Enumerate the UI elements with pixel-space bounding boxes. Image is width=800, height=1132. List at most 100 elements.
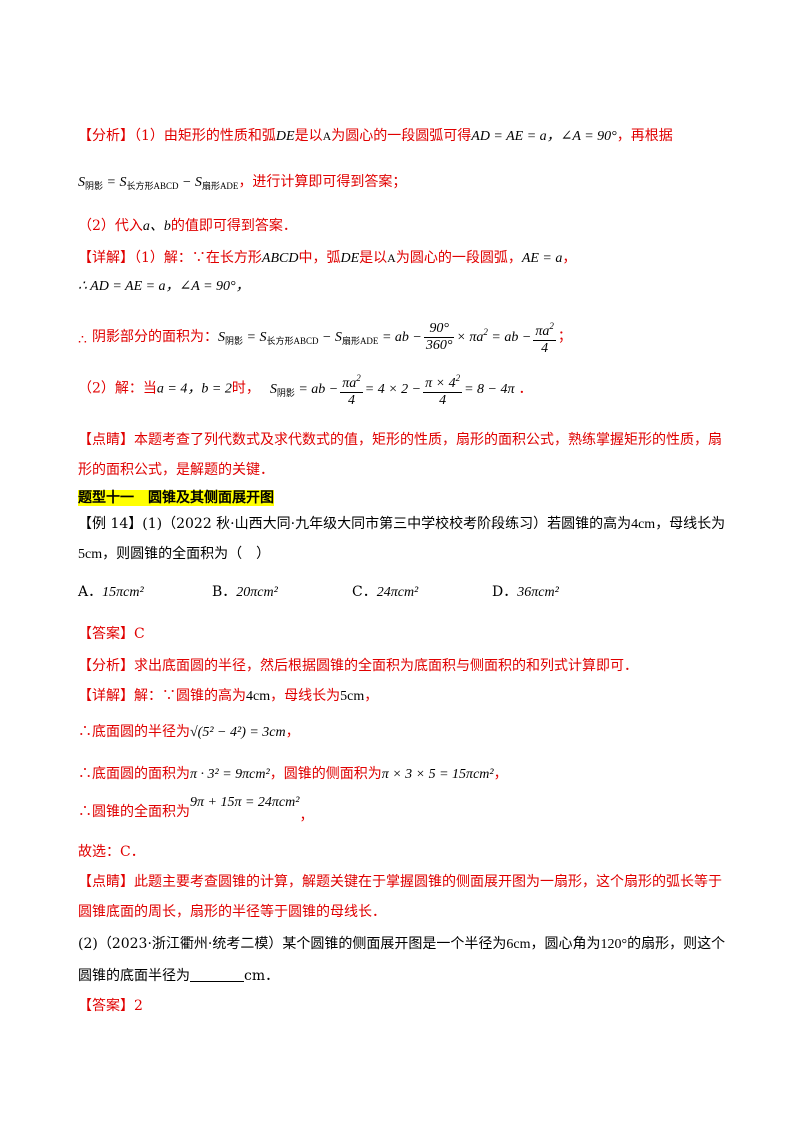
option-b[interactable]: B．20πcm² — [212, 582, 278, 603]
math-point: A — [322, 129, 332, 143]
analysis-line-2: S阴影 = S长方形ABCD − S扇形ADE，进行计算即可得到答案； — [78, 172, 406, 196]
answer-value: 2 — [134, 998, 143, 1014]
detail-text: 是以 — [359, 250, 388, 266]
math-rect: ABCD — [261, 251, 299, 266]
q2-text: 的扇形，则这个 — [627, 936, 726, 952]
math-equation: ∴ AD = AE = a，∠A = 90°， — [78, 279, 250, 294]
therefore-symbol: ∴ — [78, 332, 87, 348]
detail-label: 【详解】 — [78, 688, 134, 704]
q2-line-2: 圆锥的底面半径为 cm． — [78, 966, 279, 986]
detail-line-3: ∴ 阴影部分的面积为：S阴影 = S长方形ABCD − S扇形ADE = ab … — [78, 318, 572, 357]
detail-text: ，母线长为 — [270, 688, 341, 704]
math-height: 4cm — [631, 517, 656, 532]
math-total-area: 9π + 15π = 24πcm² — [190, 795, 300, 810]
detail2-line-1: 【详解】解：∵圆锥的高为4cm，母线长为5cm， — [78, 686, 378, 707]
math-point: A — [387, 251, 396, 265]
math-arc: DE — [340, 251, 360, 266]
shadow-area-calc: S阴影 = S长方形ABCD − S扇形ADE = ab −90°360°× π… — [218, 321, 558, 356]
comment-text: 形的面积公式，是解题的关键． — [78, 462, 274, 478]
comment2-line-2: 圆锥底面的周长，扇形的半径等于圆锥的母线长． — [78, 902, 386, 922]
math-angle: 120° — [600, 937, 628, 952]
punct: ， — [562, 250, 577, 266]
answer-value: C — [134, 626, 145, 642]
detail-text: （1）解：∵在长方形 — [134, 250, 262, 266]
analysis-text: 是以 — [294, 128, 323, 144]
comment-text: 此题主要考查圆锥的计算，解题关键在于掌握圆锥的侧面展开图为一扇形，这个扇形的弧长… — [134, 874, 722, 890]
math-slant: 5cm — [340, 689, 365, 704]
comment-label: 【点睛】 — [78, 432, 134, 448]
detail-text: （2）解：当 — [78, 380, 157, 397]
analysis-label: 【分析】 — [78, 128, 134, 144]
math-height: 4cm — [246, 689, 271, 704]
analysis-text: （1）由矩形的性质和弧 — [134, 128, 276, 144]
math-base-area: π · 3² = 9πcm² — [190, 767, 270, 782]
q2-text: ，圆心角为 — [530, 936, 601, 952]
analysis-text: 求出底面圆的半径，然后根据圆锥的全面积为底面积与侧面积的和列式计算即可． — [134, 658, 638, 674]
shadow-area-formula: S阴影 = S长方形ABCD − S扇形ADE — [78, 175, 239, 191]
math-arc: DE — [275, 129, 295, 144]
math-equation: AD = AE = a，∠A = 90° — [471, 129, 617, 144]
example14-line-2: 5cm，则圆锥的全面积为（ ） — [78, 544, 270, 565]
analysis2: 【分析】求出底面圆的半径，然后根据圆锥的全面积为底面积与侧面积的和列式计算即可． — [78, 656, 638, 676]
analysis-text: 的值即可得到答案． — [170, 218, 297, 234]
math-lateral-area: π × 3 × 5 = 15πcm² — [381, 767, 494, 782]
punct: ， — [493, 766, 508, 782]
detail-text: 时， — [231, 380, 260, 397]
comment-line-2: 形的面积公式，是解题的关键． — [78, 460, 274, 480]
answer2: 【答案】2 — [78, 996, 143, 1016]
option-letter: C． — [352, 584, 377, 600]
option-a[interactable]: A．15πcm² — [78, 582, 144, 603]
q2-text: cm． — [244, 968, 280, 984]
analysis-text: ，再根据 — [616, 128, 673, 144]
punct: ， — [285, 724, 300, 740]
detail-text: ∴底面圆的面积为 — [78, 766, 190, 782]
answer1: 【答案】C — [78, 624, 145, 644]
math-values: a = 4，b = 2 — [156, 381, 232, 397]
option-value: 20πcm² — [236, 585, 278, 600]
option-c[interactable]: C．24πcm² — [352, 582, 418, 603]
comment-text: 本题考查了列代数式及求代数式的值，矩形的性质，扇形的面积公式，熟练掌握矩形的性质… — [134, 432, 722, 448]
q2-text: 圆锥的底面半径为 — [78, 968, 190, 984]
analysis-text: ，进行计算即可得到答案； — [238, 174, 407, 190]
punct: ， — [364, 688, 379, 704]
detail-text: 为圆心的一段圆弧， — [395, 250, 522, 266]
detail2-line-3: ∴底面圆的面积为π · 3² = 9πcm²，圆锥的侧面积为π × 3 × 5 … — [78, 764, 508, 785]
answer-label: 【答案】 — [78, 626, 134, 642]
heading-text: 题型十一 圆锥及其侧面展开图 — [78, 490, 274, 506]
detail-line-1: 【详解】（1）解：∵在长方形ABCD中，弧DE是以A为圆心的一段圆弧，AE = … — [78, 248, 576, 269]
example14-text: ，母线长为 — [655, 516, 726, 532]
option-value: 24πcm² — [376, 585, 419, 600]
detail-line-2: ∴ AD = AE = a，∠A = 90°， — [78, 276, 250, 297]
q2-text: (2)（2023·浙江衢州·统考二模）某个圆锥的侧面展开图是一个半径为 — [78, 936, 507, 952]
math-slant: 5cm — [78, 547, 103, 562]
answer-blank[interactable] — [190, 967, 244, 982]
detail-text: 解：∵圆锥的高为 — [134, 688, 246, 704]
detail-text: ∴圆锥的全面积为 — [78, 804, 190, 820]
detail2-line-2: ∴底面圆的半径为√(5² − 4²) = 3cm， — [78, 722, 300, 743]
analysis-text: （2）代入 — [78, 218, 143, 234]
punct: ， — [299, 808, 314, 824]
example14-text: ，则圆锥的全面积为（ ） — [102, 546, 271, 562]
option-value: 15πcm² — [102, 585, 144, 600]
analysis-line-1: 【分析】（1）由矩形的性质和弧DE是以A为圆心的一段圆弧可得AD = AE = … — [78, 126, 673, 147]
comment-text: 圆锥底面的周长，扇形的半径等于圆锥的母线长． — [78, 904, 386, 920]
example14-text: 【例 14】(1)（2022 秋·山西大同·九年级大同市第三中学校校考阶段练习）… — [78, 516, 632, 532]
detail-label: 【详解】 — [78, 250, 134, 266]
analysis-line-3: （2）代入a、b的值即可得到答案． — [78, 216, 297, 237]
option-letter: A． — [78, 584, 103, 600]
option-d[interactable]: D．36πcm² — [492, 582, 559, 603]
section-heading: 题型十一 圆锥及其侧面展开图 — [78, 488, 274, 508]
detail2-line-4: ∴圆锥的全面积为9π + 15π = 24πcm²， — [78, 795, 314, 824]
choose-text: 故选：C． — [78, 844, 145, 860]
comment-label: 【点睛】 — [78, 874, 134, 890]
example14-line-1: 【例 14】(1)（2022 秋·山西大同·九年级大同市第三中学校校考阶段练习）… — [78, 514, 725, 535]
math-equation: AE = a — [521, 251, 563, 266]
math-radius: √(5² − 4²) = 3cm — [190, 725, 286, 740]
option-value: 36πcm² — [517, 585, 559, 600]
option-letter: D． — [492, 584, 518, 600]
detail-text: ∴底面圆的半径为 — [78, 724, 190, 740]
q2-line-1: (2)（2023·浙江衢州·统考二模）某个圆锥的侧面展开图是一个半径为6cm，圆… — [78, 934, 725, 955]
math-vars: a、b — [142, 219, 171, 234]
